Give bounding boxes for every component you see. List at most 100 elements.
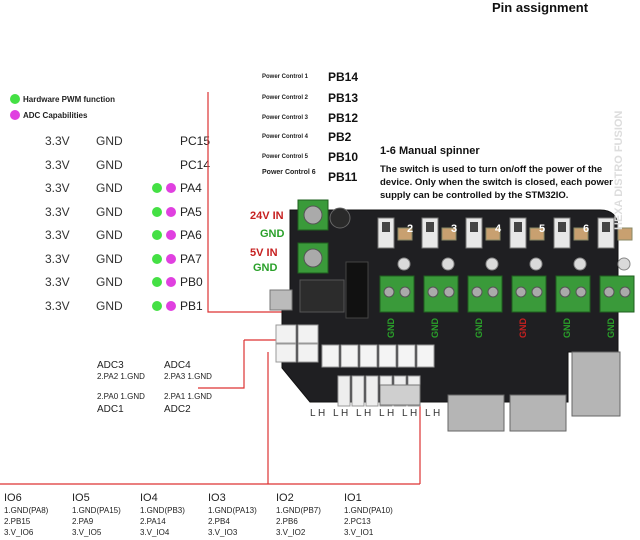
pin-ground: GND: [96, 228, 123, 242]
can-connector: [351, 375, 365, 407]
power-control-label: Power Control 4: [262, 134, 309, 140]
spinner-title: 1-6 Manual spinner: [380, 145, 480, 157]
io-pin-2: 2.PB4: [208, 517, 230, 526]
io-pin-3: 3.V_IO6: [4, 528, 34, 537]
power-control-label: Power Control 2: [262, 95, 309, 101]
pin-ground: GND: [96, 181, 123, 195]
adc3-pins: 2.PA2 1.GND: [97, 372, 145, 381]
power-control-pin: PB13: [328, 91, 359, 105]
inductor: [573, 227, 589, 241]
label-5v: 5V IN: [250, 247, 278, 259]
pin-ground: GND: [96, 251, 123, 266]
lh-label: L H: [379, 408, 395, 419]
adc-connectors: [275, 324, 319, 363]
terminal-screw: [619, 286, 631, 298]
pin-ground: GND: [96, 275, 123, 289]
power-control-label: Power Control 1: [262, 74, 309, 80]
pin-name: PC14: [180, 157, 211, 172]
io-name: IO6: [4, 492, 22, 504]
switch-lever: [558, 222, 566, 232]
can-connector: [365, 375, 379, 407]
adc-dot-icon: [166, 253, 176, 264]
io-pin-3: 3.V_IO3: [208, 528, 238, 537]
io-pin-3: 3.V_IO1: [344, 528, 374, 537]
pin-ground: GND: [96, 134, 123, 148]
adc2-pins: 2.PA1 1.GND: [164, 392, 212, 401]
pin-row: 3.3V GND PB0: [0, 275, 210, 295]
pin-voltage: 3.3V: [45, 134, 70, 148]
pin-name: PB0: [180, 275, 203, 289]
terminal-screw: [399, 286, 411, 298]
io-connector: [378, 344, 397, 368]
capacitor: [485, 257, 499, 271]
pin-name: PA7: [180, 251, 202, 266]
adc1-pins: 2.PA0 1.GND: [97, 392, 145, 401]
legend-adc: ADC Capabilities: [10, 110, 87, 120]
channel-gnd-label: GND: [386, 318, 396, 338]
pin-voltage: 3.3V: [45, 181, 70, 195]
capacitor: [573, 257, 587, 271]
adc-dot-icon: [166, 206, 176, 217]
capacitor: [617, 257, 631, 271]
io-pin-1: 1.GND(PB7): [276, 506, 321, 515]
lh-label: L H: [425, 408, 441, 419]
terminal-screw: [603, 286, 615, 298]
lh-label: L H: [402, 408, 418, 419]
power-control-pin: PB12: [328, 111, 359, 125]
io-connector: [416, 344, 435, 368]
pin-voltage: 3.3V: [45, 157, 70, 172]
io-name: IO5: [72, 492, 90, 504]
adc-dot-icon: [166, 277, 176, 287]
io-name: IO3: [208, 492, 226, 504]
switch-lever: [470, 222, 478, 232]
adc1-name: ADC1: [97, 404, 124, 415]
adc4-pins: 2.PA3 1.GND: [164, 372, 212, 381]
io-pin-2: 2.PA14: [140, 517, 166, 526]
pin-voltage: 3.3V: [45, 251, 70, 266]
io-connector: [340, 344, 359, 368]
capacitor: [441, 257, 455, 271]
switch-lever: [514, 222, 522, 232]
channel-gnd-label: GND: [430, 318, 440, 338]
pwm-dot-icon: [152, 277, 162, 287]
pwm-dot-icon: [152, 253, 162, 264]
pin-name: PC15: [180, 134, 211, 148]
terminal-screw: [559, 286, 571, 298]
power-control-label: Power Control 3: [262, 115, 309, 121]
switch-lever: [426, 222, 434, 232]
io-connector: [321, 344, 340, 368]
power-control-pin: PB2: [328, 130, 352, 144]
pin-row: 3.3V GND PA7: [0, 252, 210, 272]
pin-name: PB1: [180, 298, 203, 313]
inductor: [441, 227, 457, 241]
rj-ports: [379, 351, 621, 432]
adc2-name: ADC2: [164, 404, 191, 415]
pin-voltage: 3.3V: [45, 275, 70, 289]
label-gnd-2: GND: [253, 262, 278, 274]
channel-gnd-label: GND: [606, 318, 616, 338]
pwm-dot-icon: [152, 183, 162, 193]
pwm-dot-icon: [152, 206, 162, 217]
switch-lever: [382, 222, 390, 232]
label-gnd-1: GND: [260, 228, 285, 240]
pin-voltage: 3.3V: [45, 228, 70, 242]
legend-pwm-label: Hardware PWM function: [23, 94, 116, 104]
channel-gnd-label: GND: [562, 318, 572, 338]
pwm-dot-icon: [152, 230, 162, 240]
io-name: IO1: [344, 492, 362, 504]
adc-dot-icon: [166, 183, 176, 193]
pin-voltage: 3.3V: [45, 204, 70, 219]
pin-name: PA5: [180, 204, 202, 219]
lh-label: L H: [333, 408, 349, 419]
switch-number: 2: [407, 223, 414, 235]
spinner-description: The switch is used to turn on/off the po…: [380, 164, 613, 201]
capacitor: [397, 257, 411, 271]
terminal-screw: [471, 286, 483, 298]
io-pin-1: 1.GND(PA13): [208, 506, 257, 515]
terminal-screw: [575, 286, 587, 298]
pin-ground: GND: [96, 204, 123, 219]
pwm-dot-icon: [152, 300, 162, 311]
power-control-label: Power Control 6: [262, 169, 316, 176]
terminal-screw: [487, 286, 499, 298]
